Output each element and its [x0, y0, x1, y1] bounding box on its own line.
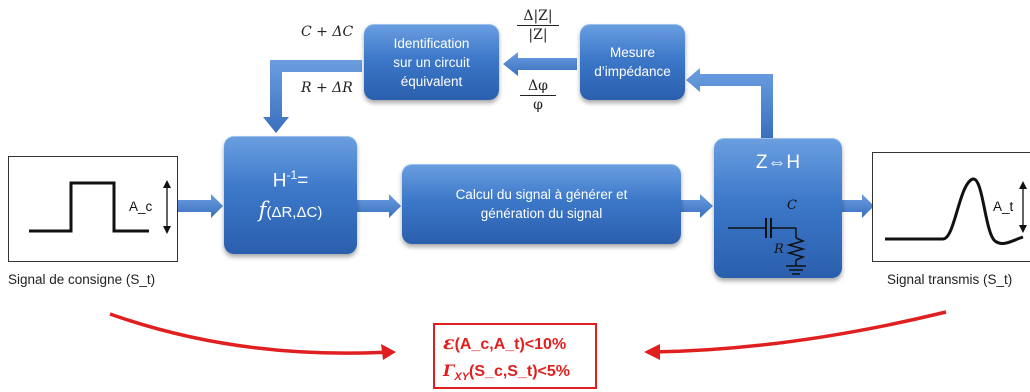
inverse-sup: -1 — [286, 167, 298, 182]
identification-line-2: sur un circuit — [393, 54, 470, 70]
c-delta-label: C + ΔC — [301, 24, 354, 40]
arrow-zh-to-output — [842, 194, 874, 218]
criteria-box: ε(A_c,A_t)<10% ΓXY(S_c,S_t)<5% — [433, 323, 597, 389]
dphi-numerator: Δφ — [528, 78, 548, 94]
identification-line-1: Identification — [393, 35, 470, 51]
arrow-left-criteria — [109, 312, 391, 355]
identification-block: Identification sur un circuit équivalent — [364, 24, 499, 100]
arrow-identification-to-inverse — [263, 60, 362, 133]
arrow-mesure-to-identification — [503, 52, 577, 76]
impedance-transfer-block: Z⇔H C R — [714, 138, 842, 278]
rc-circuit-icon — [728, 218, 806, 275]
epsilon-symbol: ε — [443, 332, 455, 354]
gamma-subscript: XY — [454, 371, 470, 384]
criteria-line-1: ε(A_c,A_t)<10% — [443, 330, 595, 358]
response-waveform — [885, 177, 1027, 245]
mesure-line-1: Mesure — [609, 45, 655, 60]
mesure-line-2: d’impédance — [594, 64, 671, 79]
criteria-1-text: (A_c,A_t)<10% — [454, 336, 567, 353]
input-amplitude-label: A_c — [129, 199, 153, 214]
mesure-block: Mesure d’impédance — [580, 24, 685, 100]
inverse-eq: = — [297, 170, 309, 192]
inverse-h: H — [272, 170, 287, 192]
criteria-line-2: ΓXY(S_c,S_t)<5% — [443, 358, 595, 390]
arrow-inverse-to-calcul — [357, 194, 401, 218]
gamma-symbol: Γ — [443, 361, 455, 380]
arrow-right-criteria — [651, 310, 947, 354]
dz-denominator: |Z| — [528, 27, 548, 43]
dz-numerator: Δ|Z| — [523, 8, 553, 24]
input-signal-caption: Signal de consigne (S_t) — [8, 272, 156, 287]
dphi-fraction: Δφ φ — [518, 78, 558, 113]
circuit-r-label: R — [774, 242, 784, 257]
output-amplitude-label: A_t — [993, 199, 1014, 214]
identification-line-3: équivalent — [400, 73, 463, 89]
output-signal-caption: Signal transmis (S_t) — [887, 272, 1013, 287]
dz-fraction: Δ|Z| |Z| — [515, 8, 561, 43]
circuit-c-label: C — [787, 198, 797, 213]
input-signal-box: A_c — [8, 156, 178, 262]
inverse-f: f — [258, 198, 267, 223]
arrow-calcul-to-zh — [681, 194, 713, 218]
inverse-transfer-block: H-1= f(ΔR,ΔC) — [224, 136, 357, 254]
criteria-2-text: (S_c,S_t)<5% — [469, 363, 570, 380]
arrow-input-to-inverse — [178, 194, 223, 218]
inverse-args: (ΔR,ΔC) — [266, 204, 323, 222]
calcul-line-2: génération du signal — [480, 206, 603, 221]
dphi-denominator: φ — [533, 97, 543, 113]
r-delta-label: R + ΔR — [301, 80, 353, 96]
pulse-waveform — [29, 180, 171, 234]
arrow-zh-to-mesure — [686, 68, 773, 138]
calcul-block: Calcul du signal à générer et génération… — [402, 164, 681, 244]
zh-label: Z⇔H — [755, 152, 801, 173]
calcul-line-1: Calcul du signal à générer et — [455, 187, 628, 202]
output-signal-box: A_t — [872, 152, 1030, 262]
